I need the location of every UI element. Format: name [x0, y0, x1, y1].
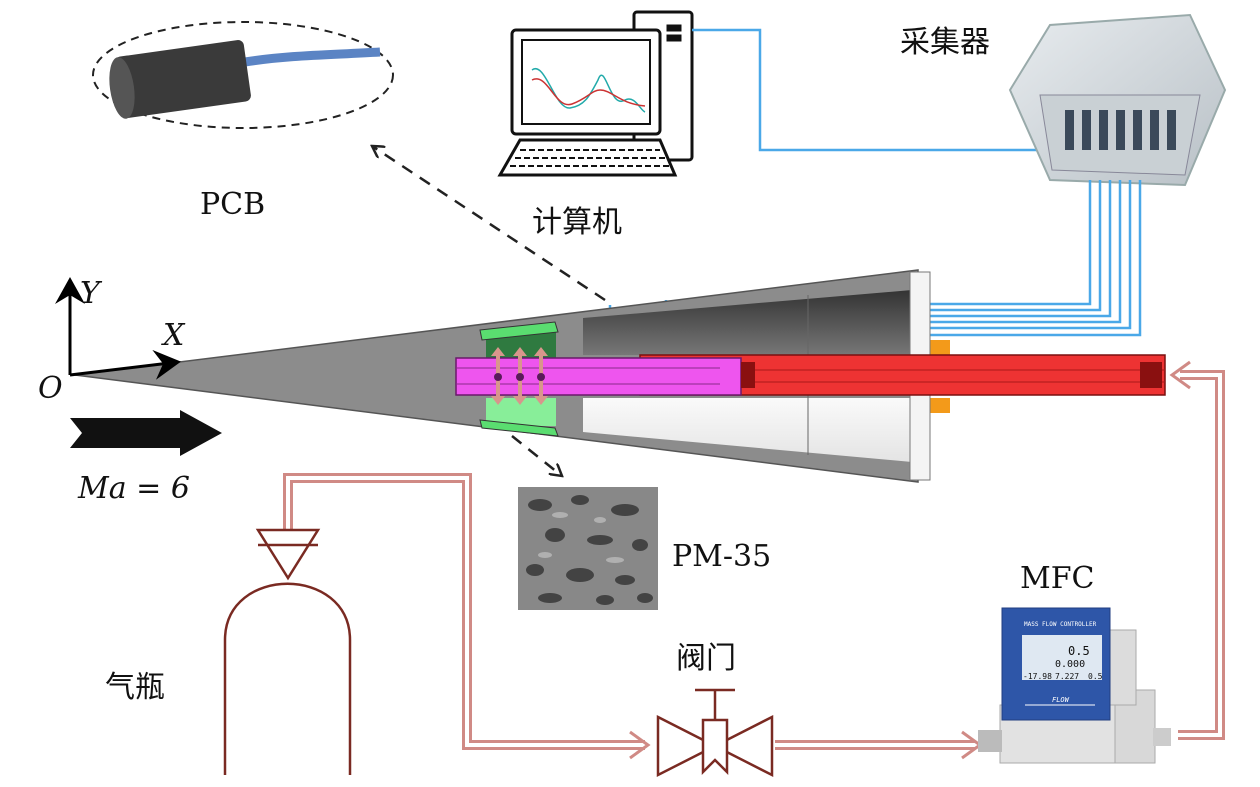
computer-collector-cable — [692, 28, 1050, 152]
callout-ellipse — [92, 21, 394, 129]
mfc-bottom-mid: 7.227 — [1055, 672, 1079, 681]
porous-callout-arrow — [511, 435, 562, 476]
mfc-bottom-left: -17.98 — [1023, 672, 1052, 681]
pcb-sensor-face — [109, 57, 135, 119]
pm35-label: PM-35 — [672, 539, 771, 574]
computer — [497, 10, 694, 177]
mass-flow-controller: MASS FLOW CONTROLLER 0.5 0.000 -17.98 7.… — [978, 607, 1171, 764]
gas-pipes — [283, 360, 1225, 760]
monitor-screen — [521, 39, 651, 125]
mach-label: Ma = 6 — [77, 471, 190, 506]
pcb-sensor-callout: PCB — [92, 21, 394, 222]
valve-label: 阀门 — [676, 641, 736, 676]
lower-cavity — [583, 398, 912, 462]
cylinder-valve-icon — [255, 528, 321, 581]
valve-icon — [656, 688, 774, 778]
y-axis-label: Y — [80, 276, 103, 311]
cylinder-label: 气瓶 — [105, 670, 165, 705]
x-axis-arrow — [69, 349, 181, 380]
data-collector: 采集器 — [900, 13, 1227, 187]
x-axis-label: X — [161, 318, 186, 353]
coordinate-axes — [55, 277, 181, 380]
mfc-value-second: 0.000 — [1055, 659, 1085, 670]
mfc-value-main: 0.5 — [1068, 644, 1090, 658]
pcb-label: PCB — [200, 187, 265, 222]
mfc-brand: MASS FLOW CONTROLLER — [1024, 621, 1097, 628]
pcb-sensor-body — [115, 40, 251, 118]
injection-arrows — [491, 347, 548, 405]
thread-end — [1140, 362, 1162, 388]
pcb-callout-arrow — [372, 146, 606, 302]
injector-tube — [455, 357, 742, 396]
upper-cavity — [583, 290, 912, 355]
origin-label: O — [38, 371, 63, 406]
computer-label: 计算机 — [532, 205, 622, 240]
mfc-flow-text: FLOW — [1052, 696, 1070, 704]
mfc-bottom-right: 0.5 — [1088, 672, 1103, 681]
pm35-micrograph — [518, 487, 658, 610]
collector-label: 采集器 — [900, 25, 990, 60]
sensor-cable — [244, 47, 381, 67]
cone-model — [74, 269, 1166, 483]
mfc-label: MFC — [1020, 561, 1095, 596]
freestream-arrow-icon — [70, 410, 222, 456]
gas-cylinder — [223, 528, 352, 775]
cylinder-body — [223, 582, 352, 775]
